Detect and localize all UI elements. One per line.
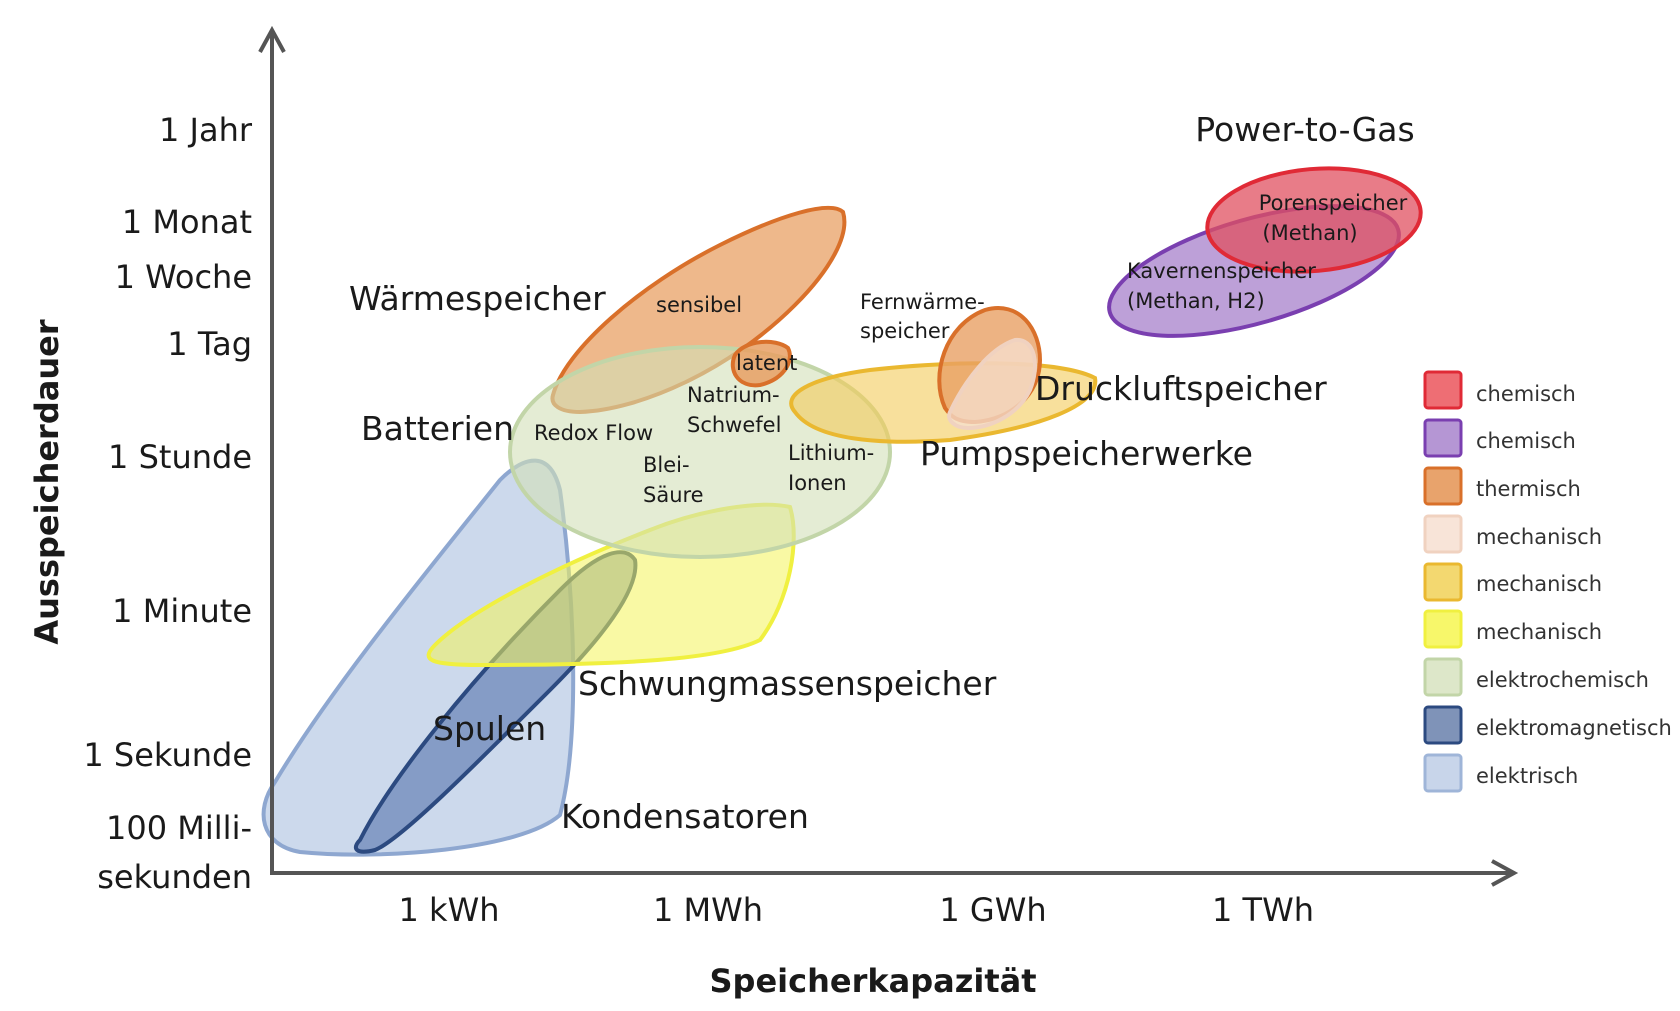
legend-swatch-1	[1423, 418, 1463, 458]
region-druckluft	[947, 337, 1037, 431]
label-ionen: Ionen	[788, 471, 847, 495]
region-poren	[1205, 166, 1423, 274]
x-tick-twh: 1 TWh	[1212, 891, 1314, 929]
x-axis-arrow	[1491, 859, 1519, 887]
x-tick-kwh: 1 kWh	[399, 891, 500, 929]
x-tick-gwh: 1 GWh	[939, 891, 1046, 929]
label-fernwaerme-1: Fernwärme-	[860, 290, 985, 314]
label-schwefel: Schwefel	[687, 413, 781, 437]
legend-label-8: elektrisch	[1476, 764, 1578, 788]
legend-label-4: mechanisch	[1476, 572, 1602, 596]
label-poren-2: (Methan)	[1262, 221, 1357, 245]
label-lithium: Lithium-	[788, 441, 874, 465]
y-tick-woche: 1 Woche	[115, 258, 252, 296]
label-pumpspeicher: Pumpspeicherwerke	[920, 434, 1253, 473]
legend-swatch-2	[1423, 466, 1463, 506]
legend-swatch-6	[1423, 657, 1463, 697]
label-power-to-gas: Power-to-Gas	[1195, 110, 1414, 149]
region-waermespeicher-latent	[730, 339, 792, 388]
y-tick-millisekunden-2: sekunden	[97, 858, 252, 896]
y-tick-monat: 1 Monat	[122, 203, 252, 241]
label-spulen: Spulen	[433, 709, 546, 748]
legend-swatch-7	[1423, 705, 1463, 745]
x-axis-title: Speicherkapazität	[709, 962, 1036, 1000]
label-poren-1: Porenspeicher	[1259, 191, 1408, 215]
label-fernwaerme-2: speicher	[860, 319, 950, 343]
legend-label-6: elektrochemisch	[1476, 668, 1649, 692]
x-tick-mwh: 1 MWh	[653, 891, 763, 929]
legend-swatch-4	[1423, 562, 1463, 602]
legend-label-0: chemisch	[1476, 382, 1576, 406]
label-latent: latent	[736, 351, 797, 375]
y-axis-arrow	[258, 25, 286, 53]
label-druckluft: Druckluftspeicher	[1035, 369, 1327, 408]
legend-swatch-5	[1423, 609, 1463, 649]
y-tick-jahr: 1 Jahr	[159, 111, 253, 149]
legend-label-2: thermisch	[1476, 477, 1581, 501]
y-tick-sekunde: 1 Sekunde	[83, 736, 252, 774]
legend-label-3: mechanisch	[1476, 525, 1602, 549]
label-sensibel: sensibel	[656, 293, 742, 317]
y-tick-stunde: 1 Stunde	[108, 438, 252, 476]
label-natrium: Natrium-	[687, 383, 780, 407]
label-waermespeicher: Wärmespeicher	[349, 279, 606, 318]
label-schwungmassen: Schwungmassenspeicher	[578, 664, 997, 703]
label-batterien: Batterien	[361, 409, 514, 448]
legend-swatch-0	[1423, 370, 1463, 410]
legend-swatch-3	[1423, 514, 1463, 554]
legend-label-5: mechanisch	[1476, 620, 1602, 644]
y-axis-title: Ausspeicherdauer	[28, 319, 66, 644]
label-saeure: Säure	[643, 483, 704, 507]
y-tick-tag: 1 Tag	[167, 325, 252, 363]
y-tick-minute: 1 Minute	[112, 592, 252, 630]
label-blei: Blei-	[643, 453, 690, 477]
legend: chemisch chemisch thermisch mechanisch m…	[1423, 370, 1672, 793]
label-kavernen-1: Kavernenspeicher	[1127, 259, 1316, 283]
y-tick-millisekunden-1: 100 Milli-	[106, 809, 252, 847]
label-redox-flow: Redox Flow	[534, 421, 653, 445]
label-kondensatoren: Kondensatoren	[561, 797, 809, 836]
legend-label-1: chemisch	[1476, 429, 1576, 453]
label-kavernen-2: (Methan, H2)	[1127, 289, 1265, 313]
legend-swatch-8	[1423, 753, 1463, 793]
legend-label-7: elektromagnetisch	[1476, 716, 1672, 740]
